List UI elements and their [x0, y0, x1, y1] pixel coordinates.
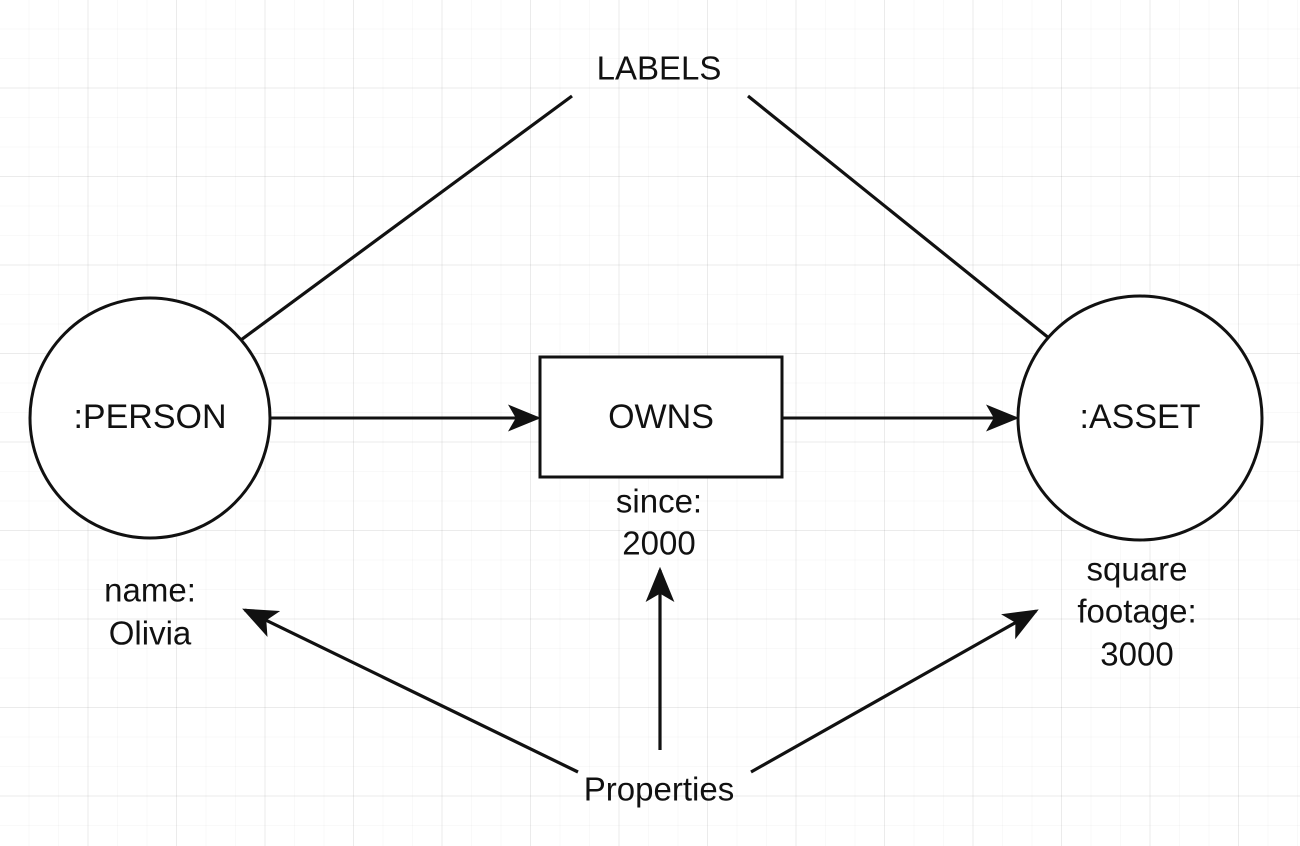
asset-property-line-1: square [1087, 551, 1188, 588]
relationship-owns-box[interactable] [538, 355, 784, 479]
labels-to-asset-arrow [746, 94, 1104, 383]
node-asset-label: :ASSET [1080, 398, 1201, 436]
person-property-line-1: name: [104, 572, 196, 609]
labels-leader-left [185, 94, 573, 381]
asset-property-line-2: footage: [1077, 593, 1196, 630]
owns-property-line-1: since: [616, 483, 702, 520]
labels-leader-right [746, 94, 1104, 383]
owns-property-line-2: 2000 [622, 525, 695, 562]
asset-property-line-3: 3000 [1100, 636, 1173, 673]
properties-to-asset-property-arrow [750, 609, 1039, 774]
relationship-owns-label: OWNS [608, 398, 714, 436]
labels-annotation-text: LABELS [597, 50, 722, 87]
node-person-label: :PERSON [73, 398, 226, 436]
labels-to-person-arrow [185, 94, 573, 381]
properties-leader-left [242, 608, 579, 774]
person-property-line-2: Olivia [109, 615, 192, 652]
properties-to-person-property-arrow [242, 608, 579, 774]
properties-annotation-text: Properties [584, 771, 734, 808]
properties-leader-right [750, 609, 1039, 774]
